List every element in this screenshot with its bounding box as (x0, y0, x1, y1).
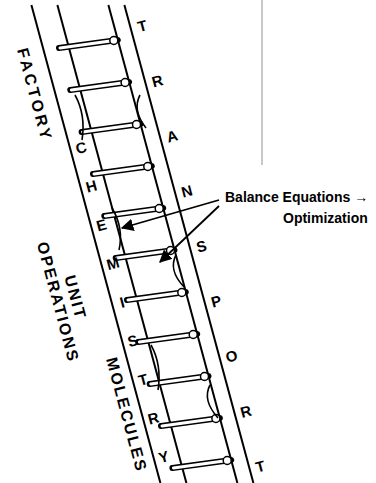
level-label: FACTORY (13, 46, 55, 144)
callout-arrow (122, 200, 219, 228)
callout-text: Optimization (283, 210, 368, 226)
ladder-rails (31, 5, 253, 483)
guide-line (262, 0, 263, 165)
level-label: UNIT OPERATIONS (32, 235, 99, 365)
callout-text: Balance Equations → (225, 189, 368, 205)
